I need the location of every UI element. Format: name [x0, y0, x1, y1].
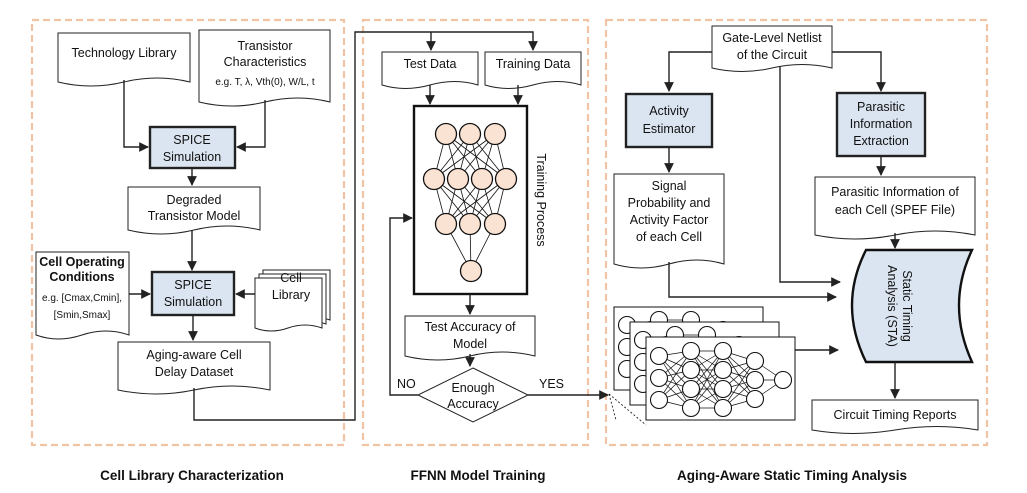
arrow-decision-no: [389, 213, 418, 396]
conditions-label-line2: Conditions: [49, 270, 114, 284]
neuron: [649, 368, 669, 388]
neuron: [422, 167, 446, 191]
conditions-eg-line1: e.g. [Cmax,Cmin],: [42, 293, 122, 304]
test-accuracy-line2: Model: [453, 337, 487, 351]
neuron: [681, 341, 701, 361]
neuron: [713, 360, 733, 380]
section-ffnn-frame: [361, 18, 590, 447]
spef-label-line1: Parasitic Information of: [831, 185, 959, 199]
neuron: [681, 398, 701, 418]
test-accuracy-line1: Test Accuracy of: [424, 320, 516, 334]
neuron: [773, 370, 793, 390]
neuron: [470, 167, 494, 191]
conditions-eg-line2: [Smin,Smax]: [54, 310, 111, 321]
signal-label-line3: Activity Factor: [630, 213, 709, 227]
timing-reports-label: Circuit Timing Reports: [834, 408, 957, 422]
neuron: [745, 370, 765, 390]
test-data-doc: [381, 51, 479, 89]
arrow-netlist-parasitic: [832, 51, 886, 92]
activity-estimator-box: [624, 92, 714, 149]
dataset-label-line2: Delay Dataset: [155, 365, 234, 379]
netlist-label-line1: Gate-Level Netlist: [722, 31, 822, 45]
arrow-netlist-sta: [779, 66, 841, 287]
parasitic-label-line2: Information: [850, 117, 913, 131]
timing-reports-doc: [811, 399, 979, 434]
training-data-label: Training Data: [496, 57, 571, 71]
arrow-dataset-training: [193, 31, 538, 421]
technology-library-label: Technology Library: [72, 46, 178, 60]
degraded-model-doc: [127, 186, 261, 235]
training-process-label: Training Process: [534, 153, 548, 246]
neuron: [649, 346, 669, 366]
neuron: [458, 122, 482, 146]
caption-sta: Aging-Aware Static Timing Analysis: [677, 468, 907, 483]
arrow-transistor-spice1: [236, 100, 266, 152]
degraded-label-line2: Transistor Model: [148, 209, 241, 223]
neuron: [446, 167, 470, 191]
neuron: [483, 122, 507, 146]
transistor-label-line1: Transistor: [237, 39, 292, 53]
no-label: NO: [397, 377, 416, 391]
neuron: [459, 259, 483, 283]
enough-accuracy-decision: [416, 367, 530, 423]
neuron: [681, 379, 701, 399]
caption-ffnn: FFNN Model Training: [411, 468, 546, 483]
cell-library-label-line2: Library: [272, 288, 311, 302]
neuron: [713, 398, 733, 418]
neuron: [494, 167, 518, 191]
arrow-techlib-spice1: [123, 80, 149, 152]
parasitic-extraction-box: [835, 91, 927, 158]
ffnn-neural-network: [422, 122, 518, 283]
neuron: [745, 351, 765, 371]
netlist-doc: [711, 25, 833, 72]
spice1-label-line2: Simulation: [163, 150, 221, 164]
spice-simulation-1-box: [148, 125, 237, 170]
transistor-label-line2: Characteristics: [224, 55, 307, 69]
cell-operating-conditions-doc: [35, 251, 130, 340]
neuron: [681, 360, 701, 380]
spef-label-line2: each Cell (SPEF File): [835, 203, 955, 217]
signal-label-line2: Probability and: [628, 196, 711, 210]
degraded-label-line1: Degraded: [167, 193, 222, 207]
parasitic-label-line1: Parasitic: [857, 100, 905, 114]
cell-library-label-line1: Cell: [280, 271, 302, 285]
neuron: [745, 389, 765, 409]
conditions-label-line1: Cell Operating: [39, 255, 124, 269]
neuron: [434, 212, 458, 236]
caption-cell-library: Cell Library Characterization: [100, 468, 284, 483]
test-data-label: Test Data: [404, 57, 457, 71]
neuron: [483, 212, 507, 236]
netlist-label-line2: of the Circuit: [737, 48, 808, 62]
neuron: [649, 390, 669, 410]
spice1-label-line1: SPICE: [173, 133, 211, 147]
neuron: [713, 341, 733, 361]
dataset-label-line1: Aging-aware Cell: [146, 348, 241, 362]
cell-library-stack: [254, 269, 331, 332]
section-cell-library-frame: [30, 18, 346, 447]
parasitic-label-line3: Extraction: [853, 134, 909, 148]
arrow-signal-sta: [668, 262, 837, 302]
section-sta-frame: [604, 18, 989, 447]
decision-label-line2: Accuracy: [447, 397, 499, 411]
decision-label-line1: Enough: [451, 381, 494, 395]
sta-label-line2: Analysis (STA): [885, 265, 899, 347]
spice-simulation-2-box: [150, 270, 236, 317]
signal-label-line1: Signal: [652, 179, 687, 193]
transistor-params: e.g. T, λ, Vth(0), W/L, t: [215, 77, 315, 88]
training-data-doc: [484, 51, 582, 89]
spice2-label-line2: Simulation: [164, 295, 222, 309]
sta-label-line1: Static Timing: [900, 270, 914, 342]
activity-label-line2: Estimator: [643, 122, 696, 136]
yes-label: YES: [539, 377, 564, 391]
neuron: [458, 212, 482, 236]
arrow-netlist-activity: [664, 51, 712, 92]
spice2-label-line1: SPICE: [174, 278, 212, 292]
neuron: [713, 379, 733, 399]
trained-models-stack: [608, 306, 796, 426]
activity-label-line1: Activity: [649, 104, 689, 118]
neuron: [434, 122, 458, 146]
sta-block: [850, 248, 974, 364]
signal-label-line4: of each Cell: [636, 230, 702, 244]
